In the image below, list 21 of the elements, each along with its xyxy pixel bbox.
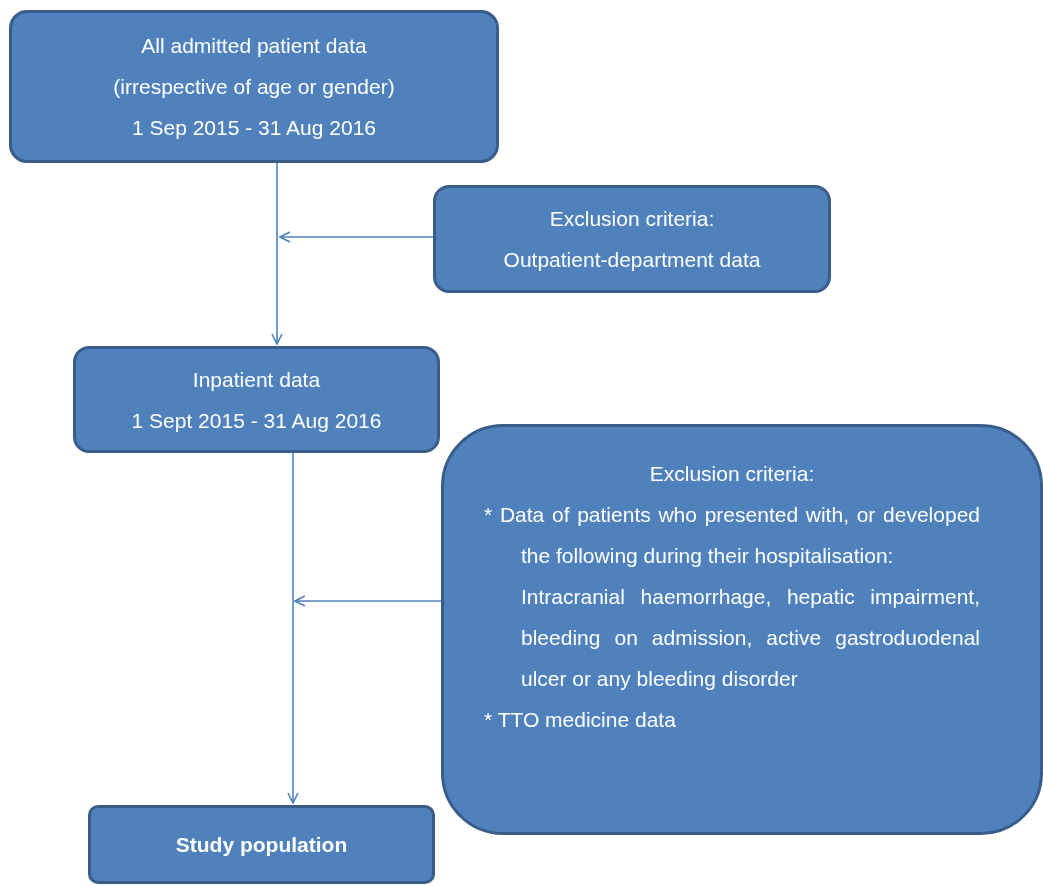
box-heading: Exclusion criteria: — [648, 461, 816, 487]
box-text: Exclusion criteria: — [549, 206, 715, 232]
box-text: 1 Sept 2015 - 31 Aug 2016 — [131, 407, 382, 434]
arrow — [279, 231, 434, 243]
box-text: Inpatient data — [192, 366, 321, 393]
box-text: (irrespective of age or gender) — [113, 74, 395, 100]
process-box — [9, 10, 499, 163]
process-box — [441, 424, 1043, 835]
box-text: Study population — [175, 832, 348, 858]
arrow — [271, 162, 283, 345]
box-text: 1 Sep 2015 - 31 Aug 2016 — [131, 115, 376, 141]
criteria-text: Intracranial haemorrhage, hepatic impairment, bleeding on admission, active gastroduodenal ulcer or any bleeding disorder — [520, 584, 980, 692]
box-text: All admitted patient data — [141, 33, 367, 59]
arrow — [294, 595, 442, 607]
criteria-text: * Data of patients who presented with, or developed the following during their hospitalisation: — [484, 502, 980, 569]
process-box — [433, 185, 831, 293]
arrow — [287, 452, 299, 804]
criteria-text: * TTO medicine data — [484, 707, 677, 733]
box-text: Outpatient-department data — [503, 247, 761, 273]
process-box — [88, 805, 435, 884]
process-box — [73, 346, 440, 453]
